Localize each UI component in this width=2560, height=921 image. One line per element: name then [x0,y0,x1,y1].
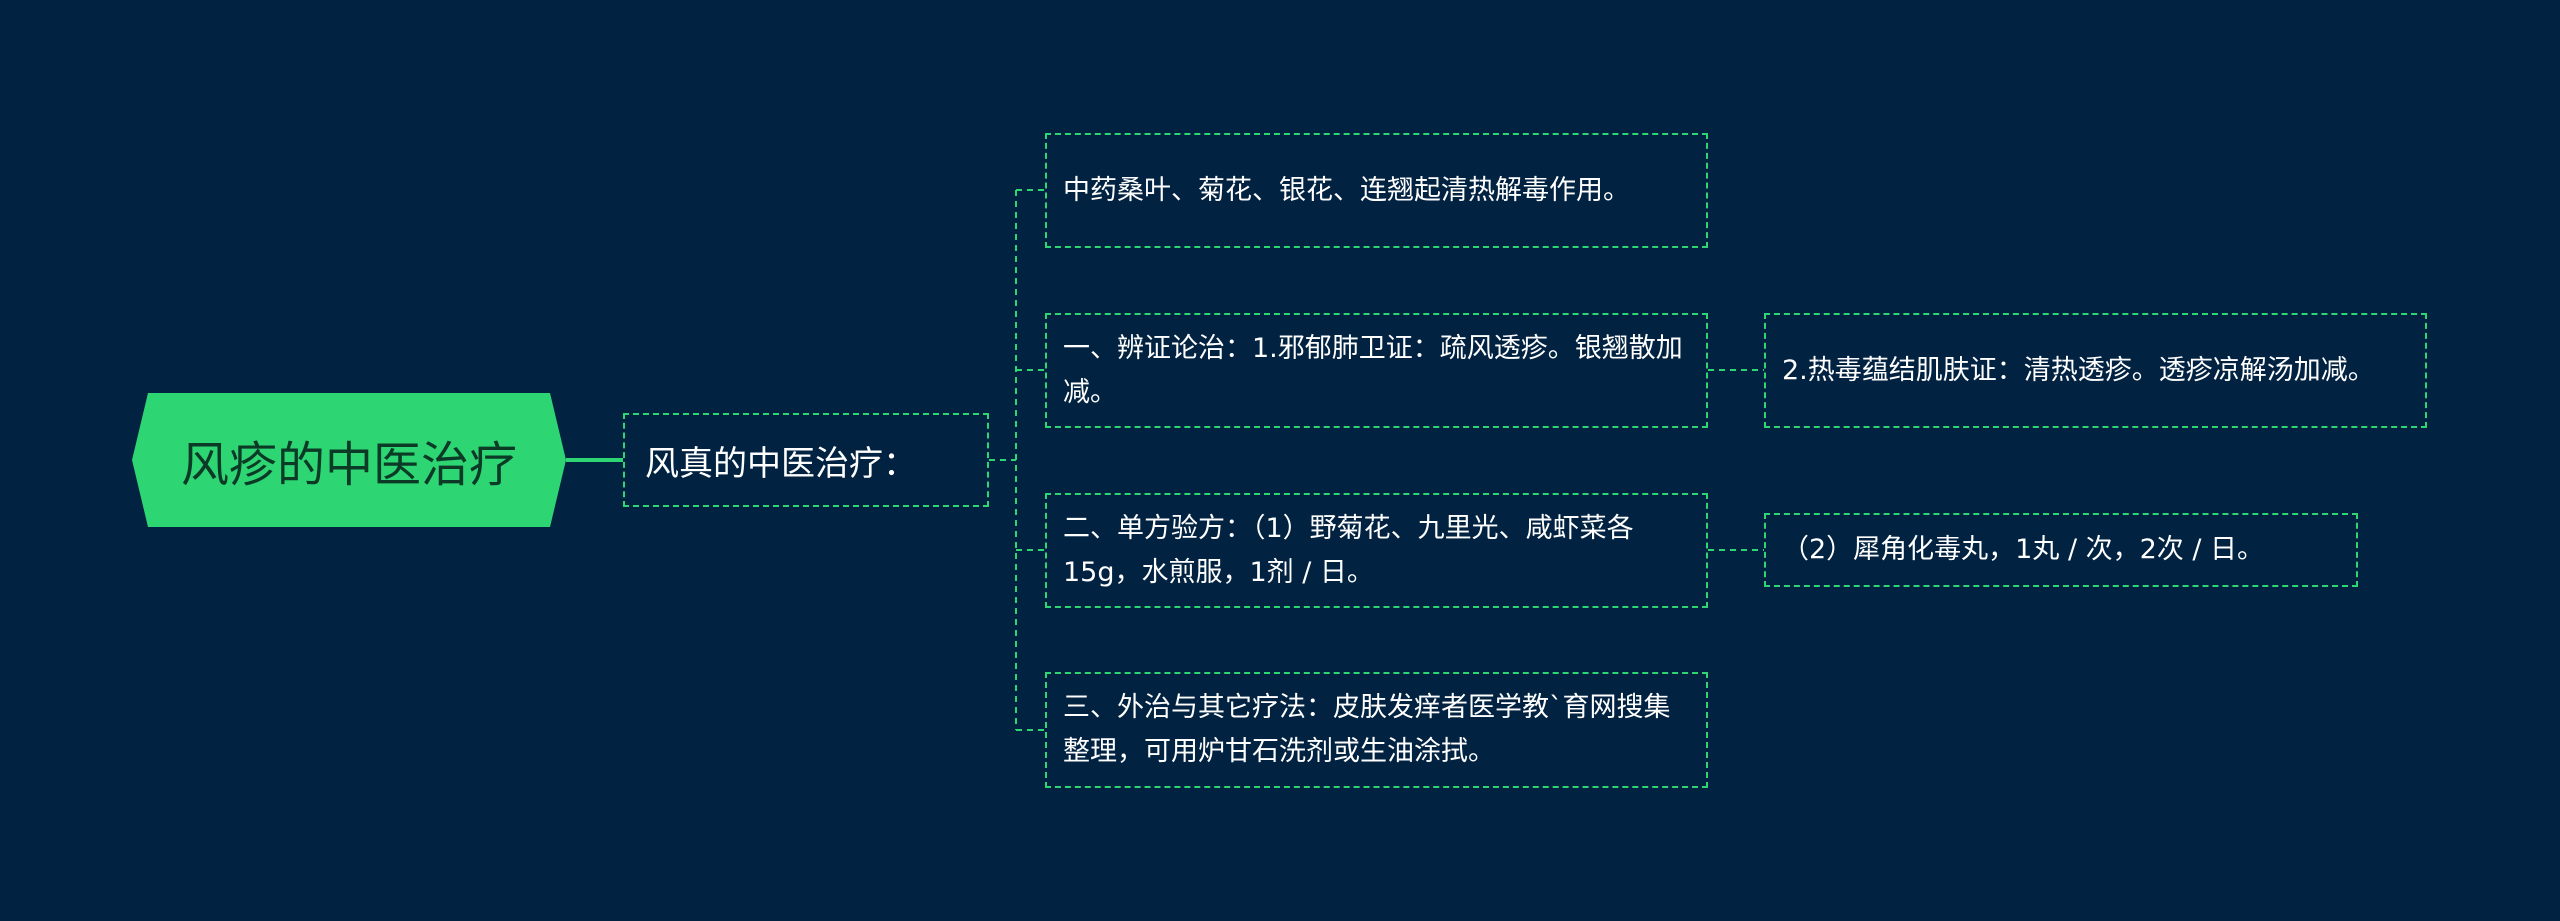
root-label: 风疹的中医治疗 [180,437,517,493]
leaf-node-herbs[interactable]: 中药桑叶、菊花、银花、连翘起清热解毒作用。 [1045,133,1708,248]
branch-node[interactable]: 风真的中医治疗： [623,413,989,507]
root-node[interactable]: 风疹的中医治疗 [132,393,566,527]
leaf-node-single-prescriptions[interactable]: 二、单方验方：（1）野菊花、九里光、咸虾菜各15g，水煎服，1剂 / 日。 [1045,493,1708,608]
leaf-label: 中药桑叶、菊花、银花、连翘起清热解毒作用。 [1063,174,1630,206]
leaf-label: 三、外治与其它疗法：皮肤发痒者医学教`育网搜集整理，可用炉甘石洗剂或生油涂拭。 [1063,692,1671,767]
leaf-node-heat-toxin-syndrome[interactable]: 2.热毒蕴结肌肤证：清热透疹。透疹凉解汤加减。 [1764,313,2427,428]
leaf-label: 一、辨证论治：1.邪郁肺卫证：疏风透疹。银翘散加减。 [1063,332,1683,408]
leaf-node-external-treatment[interactable]: 三、外治与其它疗法：皮肤发痒者医学教`育网搜集整理，可用炉甘石洗剂或生油涂拭。 [1045,672,1708,788]
branch-label: 风真的中医治疗： [645,443,917,484]
leaf-label: 2.热毒蕴结肌肤证：清热透疹。透疹凉解汤加减。 [1782,354,2375,386]
leaf-node-syndrome-differentiation[interactable]: 一、辨证论治：1.邪郁肺卫证：疏风透疹。银翘散加减。 [1045,313,1708,428]
leaf-label: （2）犀角化毒丸，1丸 / 次，2次 / 日。 [1782,534,2265,565]
leaf-label: 二、单方验方：（1）野菊花、九里光、咸虾菜各15g，水煎服，1剂 / 日。 [1063,512,1634,588]
leaf-node-rhino-horn-pill[interactable]: （2）犀角化毒丸，1丸 / 次，2次 / 日。 [1764,513,2358,587]
